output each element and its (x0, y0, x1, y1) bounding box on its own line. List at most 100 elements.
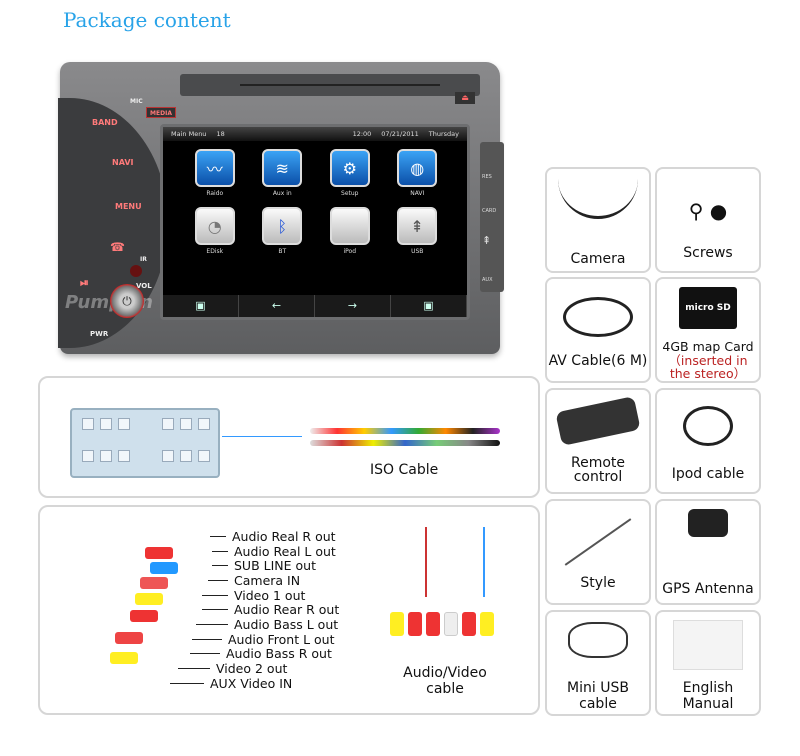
av-cable-6m-image (563, 297, 633, 337)
apple-icon (329, 207, 370, 245)
ipod-cable-image (683, 406, 733, 446)
av-output-label: Camera IN (234, 572, 301, 588)
clock: 12:00 (352, 130, 372, 138)
eject-button[interactable]: ⏏ (455, 92, 475, 104)
ir-sensor (130, 265, 142, 277)
app-label: Setup (341, 190, 359, 197)
iso-connector-image (70, 408, 220, 478)
app-label: Aux in (272, 190, 292, 197)
av-output-label: Video 2 out (216, 661, 288, 677)
iso-cable-label: ISO Cable (370, 462, 439, 478)
date: 07/21/2011 (381, 130, 419, 138)
camera-image (558, 179, 638, 219)
app-grid: 〰 Raido ≋ Aux in ⚙Setup ◍ NAVI ◔EDisk ᛒ BT i… (181, 149, 451, 255)
bluetooth-icon: ᛒ (262, 207, 303, 245)
back-arrow-button[interactable]: ← (239, 295, 315, 317)
app-edisk[interactable]: ◔EDisk (181, 207, 249, 255)
item-gps-antenna: GPS Antenna (655, 499, 761, 605)
phone-button[interactable]: ☎ (110, 240, 125, 254)
av-output-label: Audio Bass L out (234, 616, 339, 632)
label-line: cable (579, 695, 617, 712)
aux-label: AUX (482, 277, 493, 283)
card-note: （inserted in (668, 352, 748, 368)
iso-cable-panel: ISO Cable (38, 376, 540, 498)
head-unit: MIC MEDIA ⏏ BAND NAVI MENU ☎ ⏯ IR VOL Pu… (58, 62, 504, 354)
navi-button[interactable]: NAVI (112, 158, 134, 167)
av-output-label: SUB LINE out (234, 558, 316, 574)
weekday: Thursday (428, 130, 459, 138)
av-output-list: Audio Real R out Audio Real L out SUB LI… (170, 528, 340, 691)
app-bt[interactable]: ᛒ BT (249, 207, 317, 255)
app-label: BT (278, 248, 287, 255)
av-label-line1: Audio/Video (403, 665, 487, 681)
app-label: EDisk (206, 248, 224, 255)
microsd-card-image: micro SD (679, 287, 737, 329)
app-label: iPod (343, 248, 357, 255)
label-line: Mini USB (567, 679, 629, 696)
status-number: 18 (216, 130, 225, 138)
forward-arrow-button[interactable]: → (315, 295, 391, 317)
app-label: Raido (206, 190, 224, 197)
item-stylus: Style (545, 499, 651, 605)
window-button[interactable]: ▣ (391, 295, 467, 317)
av-output-label: Audio Real R out (232, 528, 336, 544)
av-output-label: Audio Bass R out (226, 646, 332, 662)
usb-port-icon: ⇞ (482, 234, 492, 247)
remote-image (555, 396, 641, 446)
radio-waveform-icon: 〰 (194, 149, 235, 187)
globe-icon: ◍ (397, 149, 438, 187)
item-camera: Camera (545, 167, 651, 273)
media-button[interactable]: MEDIA (146, 107, 176, 118)
item-label: Style (580, 574, 616, 591)
app-label: NAVI (410, 190, 425, 197)
mini-usb-cable-image (568, 622, 628, 658)
status-bar: Main Menu 18 12:00 07/21/2011 Thursday (163, 127, 467, 141)
power-volume-knob[interactable]: ⏻ (110, 284, 144, 318)
manual-image (673, 620, 743, 670)
av-output-label: Audio Rear R out (234, 602, 340, 618)
aux-cables-icon: ≋ (262, 149, 303, 187)
app-aux-in[interactable]: ≋ Aux in (249, 149, 317, 197)
label-line: control (573, 469, 623, 485)
item-label: AV Cable(6 M) (548, 352, 648, 369)
item-label: GPS Antenna (662, 580, 754, 597)
app-setup[interactable]: ⚙Setup (316, 149, 384, 197)
card-label: 4GB map Card (662, 338, 754, 354)
touch-screen: Main Menu 18 12:00 07/21/2011 Thursday 〰… (160, 124, 470, 320)
app-ipod[interactable]: iPod (316, 207, 384, 255)
side-panel (480, 142, 504, 292)
label-line: Manual (682, 695, 734, 712)
screen-nav-bar: ▣ ← → ▣ (163, 295, 467, 317)
stylus-image (564, 518, 632, 566)
av-output-label: Video 1 out (234, 587, 306, 603)
app-navi[interactable]: ◍ NAVI (384, 149, 452, 197)
pwr-label: PWR (90, 330, 109, 338)
av-output-label: Audio Real L out (234, 543, 336, 559)
band-button[interactable]: BAND (92, 118, 118, 127)
app-radio[interactable]: 〰 Raido (181, 149, 249, 197)
av-output-label: Audio Front L out (228, 631, 335, 647)
av-cable-panel: Audio Real R out Audio Real L out SUB LI… (38, 505, 540, 715)
app-label: USB (411, 248, 424, 255)
home-button[interactable]: ▣ (163, 295, 239, 317)
mic-label: MIC (130, 98, 143, 105)
vol-label: VOL (136, 282, 152, 290)
disc-slot (180, 74, 480, 96)
play-pause-button[interactable]: ⏯ (80, 276, 89, 289)
card-note: the stereo） (669, 366, 747, 382)
label-line: Remote (570, 455, 626, 471)
app-usb[interactable]: ⇞USB (384, 207, 452, 255)
item-label: Camera (570, 250, 626, 267)
menu-button[interactable]: MENU (115, 202, 142, 211)
label-line: English (682, 679, 734, 696)
item-screws: ⚲ ● Screws (655, 167, 761, 273)
ir-label: IR (140, 256, 147, 263)
item-label: Screws (683, 244, 733, 261)
